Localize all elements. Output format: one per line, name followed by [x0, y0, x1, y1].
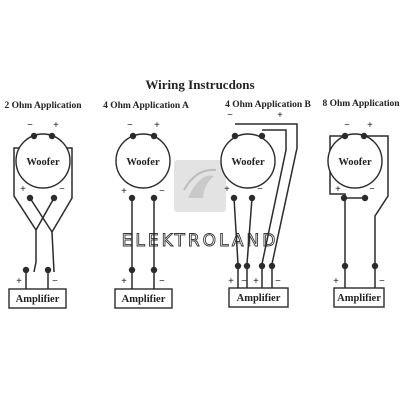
wire [344, 266, 376, 288]
polarity-sign: + [121, 186, 127, 197]
woofer-circle [115, 133, 171, 189]
wire [233, 197, 239, 265]
polarity-sign: − [27, 120, 33, 131]
terminal [128, 194, 136, 202]
wire [29, 197, 53, 233]
wire [35, 197, 55, 231]
woofer-circle [15, 133, 71, 189]
terminal [361, 194, 369, 202]
heading-4-ohm-b: 4 Ohm Application B [225, 100, 311, 110]
amplifier-box [333, 287, 385, 308]
terminal [248, 194, 256, 202]
amplifier-label: Amplifier [16, 294, 60, 305]
panel-2-ohm: Woofer Amplifier − + + − + − [8, 120, 73, 309]
polarity-sign: − [127, 120, 133, 131]
wire [25, 268, 49, 289]
terminal [371, 262, 379, 270]
terminal [230, 194, 238, 202]
terminal [231, 132, 239, 140]
woofer-label: Woofer [26, 157, 60, 168]
amplifier-label: Amplifier [337, 293, 381, 304]
terminal [150, 194, 158, 202]
wire [329, 135, 346, 266]
terminal [268, 262, 276, 270]
polarity-sign: + [253, 276, 259, 287]
woofer-circle [327, 133, 383, 189]
wire [246, 197, 253, 265]
terminal [360, 132, 368, 140]
polarity-sign: − [59, 184, 65, 195]
woofer-label: Woofer [231, 157, 265, 168]
polarity-sign: + [154, 120, 160, 131]
amplifier-box [114, 288, 173, 309]
heading-2-ohm: 2 Ohm Application [4, 101, 82, 111]
terminal [50, 194, 58, 202]
polarity-sign: − [379, 276, 385, 287]
terminal [340, 194, 348, 202]
polarity-sign: − [159, 276, 165, 287]
amplifier-box [8, 288, 67, 309]
polarity-sign: + [224, 184, 230, 195]
polarity-sign: − [275, 276, 281, 287]
heading-8-ohm: 8 Ohm Application [322, 99, 400, 109]
polarity-sign: + [277, 110, 283, 121]
polarity-sign: + [228, 276, 234, 287]
polarity-sign: + [16, 276, 22, 287]
diagram-title: Wiring Instrucdons [145, 77, 254, 92]
terminal [22, 266, 30, 274]
polarity-sign: − [159, 186, 165, 197]
wire [261, 129, 287, 265]
amplifier-box [228, 287, 289, 308]
polarity-sign: + [20, 184, 26, 195]
terminal [26, 194, 34, 202]
panel-4-ohm-a: Woofer Amplifier − + + − + − [114, 120, 173, 309]
polarity-sign: − [241, 276, 247, 287]
terminal [128, 266, 136, 274]
wire [131, 270, 155, 289]
wire [364, 135, 389, 266]
wire [235, 123, 298, 265]
terminal [341, 132, 349, 140]
polarity-sign: + [53, 120, 59, 131]
woofer-label: Woofer [126, 157, 160, 168]
watermark-text: ELEKTROLAND [122, 231, 279, 251]
terminal [129, 132, 137, 140]
polarity-sign: − [344, 120, 350, 131]
heading-4-ohm-a: 4 Ohm Application A [103, 101, 189, 111]
wire [237, 266, 273, 288]
terminal [150, 266, 158, 274]
terminal [341, 262, 349, 270]
terminal [44, 266, 52, 274]
wire [131, 198, 155, 270]
terminal [234, 262, 242, 270]
polarity-sign: − [369, 184, 375, 195]
polarity-sign: + [367, 120, 373, 131]
polarity-sign: − [52, 276, 58, 287]
terminal [258, 132, 266, 140]
terminal [243, 262, 251, 270]
polarity-sign: − [227, 110, 233, 121]
polarity-sign: + [335, 184, 341, 195]
terminal [48, 132, 56, 140]
polarity-sign: + [121, 276, 127, 287]
polarity-sign: − [257, 184, 263, 195]
amplifier-label: Amplifier [122, 294, 166, 305]
terminal [258, 262, 266, 270]
woofer-circle [220, 133, 276, 189]
panel-4-ohm-b: Woofer Amplifier − + + − + − + − [220, 110, 298, 308]
woofer-label: Woofer [338, 157, 372, 168]
amplifier-label: Amplifier [237, 293, 281, 304]
panel-8-ohm: Woofer Amplifier − + + − + − [327, 120, 389, 308]
polarity-sign: + [333, 276, 339, 287]
terminal [30, 132, 38, 140]
terminal [150, 132, 158, 140]
